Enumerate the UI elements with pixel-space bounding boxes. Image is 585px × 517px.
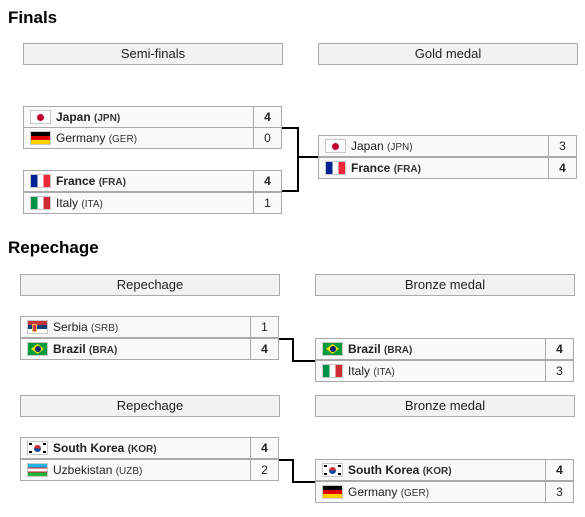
repechage2-team-2[interactable]: Uzbekistan (UZB) [20, 459, 251, 481]
bracket-connector [282, 190, 299, 192]
team-code: (KOR) [127, 444, 157, 455]
bronze2-score-2: 3 [545, 481, 574, 503]
bronze2-score-1: 4 [545, 459, 574, 481]
flag-italy-icon [322, 363, 343, 378]
team-name: Japan [351, 139, 384, 153]
bronze1-team-1[interactable]: Brazil (BRA) [315, 338, 546, 360]
gold-score-1: 3 [548, 135, 577, 157]
team-code: (ITA) [373, 367, 395, 378]
team-code: (KOR) [422, 466, 452, 477]
flag-brazil-icon [322, 341, 343, 356]
repechage2-score-2: 2 [250, 459, 279, 481]
team-code: (JPN) [387, 142, 413, 153]
semi2-team-1[interactable]: France (FRA) [23, 170, 254, 192]
team-code: (FRA) [98, 177, 126, 188]
gold-team-2[interactable]: France (FRA) [318, 157, 549, 179]
semi1-score-2: 0 [253, 127, 282, 149]
flag-serbia-icon [27, 319, 48, 334]
bracket-connector [282, 127, 299, 129]
team-code: (FRA) [393, 164, 421, 175]
flag-germany-icon [30, 130, 51, 145]
repechage-header: Repechage [20, 274, 280, 296]
repechage2-score-1: 4 [250, 437, 279, 459]
team-name: Brazil [53, 342, 86, 356]
team-code: (BRA) [384, 345, 413, 356]
team-name: South Korea [348, 463, 420, 477]
bracket-connector [292, 459, 294, 483]
gold-medal-header: Gold medal [318, 43, 578, 65]
bracket-connector [292, 360, 315, 362]
repechage-header: Repechage [20, 395, 280, 417]
team-name: France [351, 161, 391, 175]
team-code: (ITA) [81, 199, 103, 210]
semi2-team-2[interactable]: Italy (ITA) [23, 192, 254, 214]
flag-south-korea-icon [27, 440, 48, 455]
bronze1-team-2[interactable]: Italy (ITA) [315, 360, 546, 382]
flag-france-icon [325, 160, 346, 175]
team-name: South Korea [53, 441, 125, 455]
bronze2-team-1[interactable]: South Korea (KOR) [315, 459, 546, 481]
team-code: (SRB) [91, 323, 119, 334]
team-code: (UZB) [115, 466, 143, 477]
flag-brazil-icon [27, 341, 48, 356]
semi1-score-1: 4 [253, 106, 282, 128]
team-name: Italy [348, 364, 371, 378]
bracket-connector [292, 481, 315, 483]
bracket-connector [292, 338, 294, 362]
semi2-score-1: 4 [253, 170, 282, 192]
semi2-score-2: 1 [253, 192, 282, 214]
bracket-connector [279, 459, 294, 461]
gold-score-2: 4 [548, 157, 577, 179]
repechage2-team-1[interactable]: South Korea (KOR) [20, 437, 251, 459]
team-name: Serbia [53, 320, 88, 334]
semi1-team-1[interactable]: Japan (JPN) [23, 106, 254, 128]
repechage1-team-1[interactable]: Serbia (SRB) [20, 316, 251, 338]
finals-heading: Finals [8, 8, 58, 27]
team-name: Italy [56, 196, 79, 210]
team-name: Uzbekistan [53, 463, 113, 477]
bronze-medal-header: Bronze medal [315, 274, 575, 296]
bracket-connector [279, 338, 294, 340]
flag-uzbekistan-icon [27, 462, 48, 477]
team-code: (GER) [400, 488, 430, 499]
repechage-heading: Repechage [8, 238, 99, 257]
bronze1-score-2: 3 [545, 360, 574, 382]
flag-japan-icon [30, 109, 51, 124]
flag-germany-icon [322, 484, 343, 499]
team-code: (GER) [108, 134, 138, 145]
flag-italy-icon [30, 195, 51, 210]
repechage1-team-2[interactable]: Brazil (BRA) [20, 338, 251, 360]
team-name: Germany [56, 131, 106, 145]
team-name: Japan [56, 110, 91, 124]
team-code: (JPN) [94, 113, 121, 124]
flag-south-korea-icon [322, 462, 343, 477]
bronze2-team-2[interactable]: Germany (GER) [315, 481, 546, 503]
bracket-connector [297, 127, 299, 192]
repechage1-score-1: 1 [250, 316, 279, 338]
bronze1-score-1: 4 [545, 338, 574, 360]
bracket-connector [297, 156, 318, 158]
bronze-medal-header: Bronze medal [315, 395, 575, 417]
team-name: Germany [348, 485, 398, 499]
gold-team-1[interactable]: Japan (JPN) [318, 135, 549, 157]
team-name: Brazil [348, 342, 381, 356]
team-code: (BRA) [89, 345, 118, 356]
semifinals-header: Semi-finals [23, 43, 283, 65]
flag-japan-icon [325, 138, 346, 153]
team-name: France [56, 174, 96, 188]
flag-france-icon [30, 173, 51, 188]
repechage1-score-2: 4 [250, 338, 279, 360]
semi1-team-2[interactable]: Germany (GER) [23, 127, 254, 149]
